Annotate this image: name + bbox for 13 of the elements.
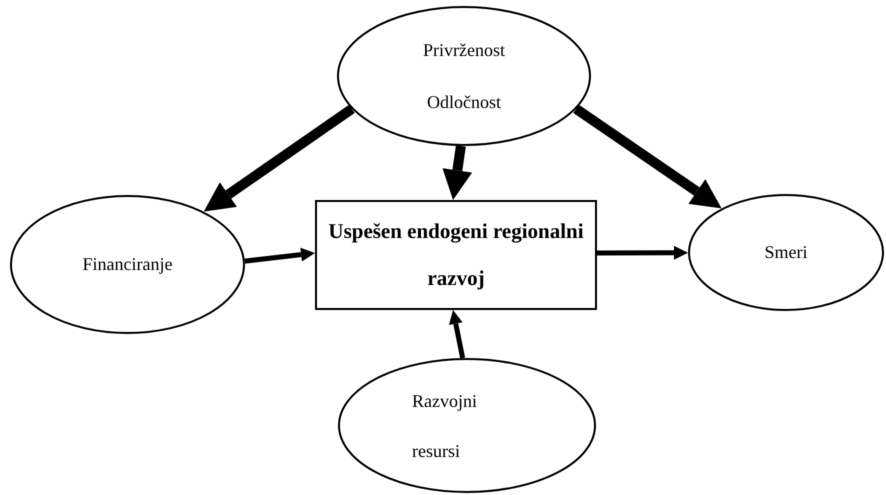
- arrow: [204, 104, 355, 212]
- node-label: Uspešen endogeni regionalni razvoj: [327, 218, 585, 292]
- arrow: [573, 104, 722, 208]
- node-label: Privrženost: [423, 39, 505, 62]
- arrow: [448, 310, 466, 359]
- node-label: Smeri: [764, 242, 808, 263]
- arrow: [442, 145, 472, 200]
- arrow: [244, 248, 315, 264]
- node-label: Odločnost: [427, 91, 501, 114]
- node-label: Financiranje: [82, 254, 172, 275]
- node-label: Razvojni resursi: [412, 390, 478, 462]
- process-box: [315, 200, 597, 310]
- arrow: [597, 246, 688, 260]
